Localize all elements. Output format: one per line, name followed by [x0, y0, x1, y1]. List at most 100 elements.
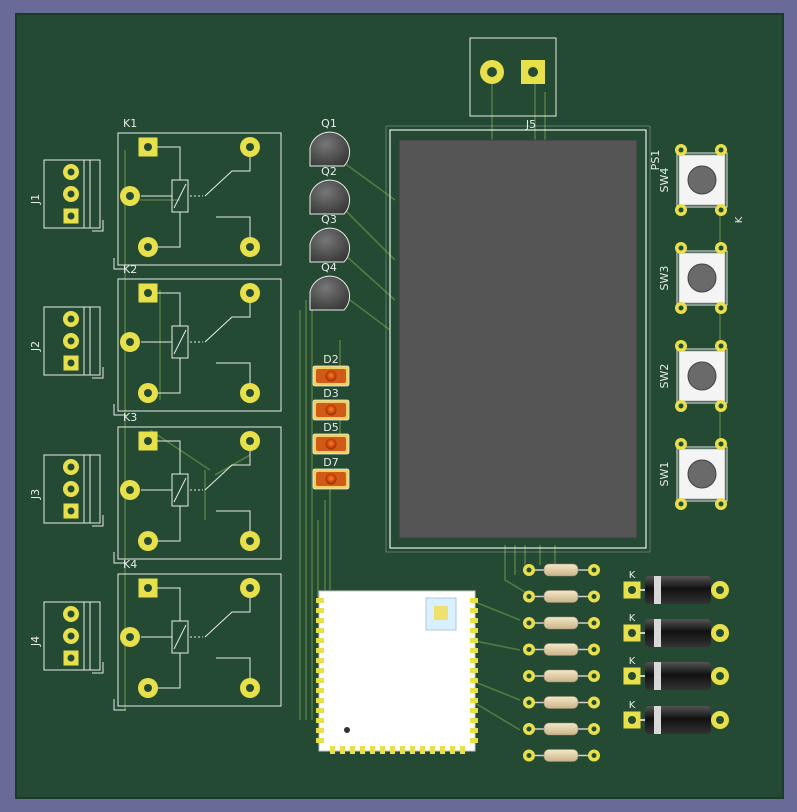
pad-hole: [526, 700, 532, 705]
ref-q1: Q1: [321, 117, 337, 130]
pad-hole: [678, 207, 684, 213]
relay-wire: [148, 506, 181, 542]
connector-j5: J5: [469, 37, 557, 131]
resistor-body: [543, 590, 579, 603]
led-d2: D2: [312, 353, 350, 387]
switch-button: [687, 361, 717, 391]
switch-sw1: SW1: [658, 438, 728, 510]
display-ps1: PS1: [385, 125, 662, 553]
resistor-body: [543, 643, 579, 656]
diode-body: [645, 619, 711, 647]
transistor-q3: Q3: [309, 213, 351, 263]
pad-hole: [246, 684, 254, 692]
pad-hole: [126, 633, 134, 641]
relay-wire: [148, 292, 181, 326]
esp-pad: [470, 648, 478, 653]
resistor-body: [543, 749, 579, 762]
ref-d5: D5: [323, 421, 338, 434]
pad-hole: [67, 212, 75, 220]
ref-q4: Q4: [321, 261, 337, 274]
pad-hole: [144, 537, 152, 545]
pad-hole: [126, 338, 134, 346]
transistor-q1: Q1: [309, 117, 351, 167]
ref-sw2: SW2: [658, 364, 671, 389]
esp-pad: [470, 678, 478, 683]
ref-j4: J4: [29, 636, 42, 647]
resistor: [523, 563, 600, 577]
switch-outline: [676, 152, 728, 208]
relay-coil-diag: [173, 477, 187, 503]
switch-sw4: SW4: [658, 144, 728, 216]
relay-corner: [113, 404, 126, 416]
esp-pad: [470, 668, 478, 673]
relay-switch: [204, 588, 251, 638]
ref-d3: D3: [323, 387, 338, 400]
pad-hole: [628, 716, 636, 724]
ref-j2: J2: [29, 341, 42, 352]
ref-k2: K2: [123, 263, 137, 276]
pad-hole: [678, 305, 684, 311]
pad-hole: [67, 632, 75, 640]
esp-pad: [316, 718, 324, 723]
pad-hole: [246, 537, 254, 545]
esp-pad: [316, 678, 324, 683]
esp-pad: [460, 746, 465, 754]
esp-pad: [390, 746, 395, 754]
esp-pad: [316, 708, 324, 713]
esp-pad: [470, 628, 478, 633]
pad-hole: [246, 584, 254, 592]
resistor: [523, 590, 600, 603]
relay-wire: [148, 146, 181, 180]
relay-corner: [113, 552, 126, 564]
esp-pad: [470, 698, 478, 703]
esp-pad: [350, 746, 355, 754]
switch-outline: [676, 250, 728, 306]
relay-outline: [117, 278, 282, 412]
pad-hole: [628, 629, 636, 637]
relay-wire: [148, 653, 181, 689]
ref-j1: J1: [29, 194, 42, 205]
pad-hole: [67, 654, 75, 662]
relay-coil-diag: [173, 183, 187, 209]
switch-button: [687, 263, 717, 293]
pad-hole: [126, 486, 134, 494]
resistor: [523, 722, 600, 736]
terminal-j4: J4: [29, 601, 104, 674]
transistor-q2: Q2: [309, 165, 351, 215]
relay-outline: [117, 426, 282, 560]
pad-hole: [591, 753, 597, 758]
resistor-body: [543, 616, 579, 630]
relay-wire: [148, 440, 181, 474]
ref-k: K: [629, 570, 636, 581]
pad-hole: [678, 343, 684, 349]
pad-hole: [716, 629, 724, 637]
esp-pad: [316, 618, 324, 623]
pad-hole: [246, 143, 254, 151]
esp-pad: [410, 746, 415, 754]
ref-ps1: PS1: [649, 150, 662, 171]
pad-hole: [526, 594, 532, 599]
relay-coil-diag: [173, 329, 187, 355]
esp-pad: [470, 728, 478, 733]
switch-button: [687, 165, 717, 195]
pad-hole: [67, 337, 75, 345]
switch-body: [678, 350, 726, 402]
terminal-outline: [43, 159, 101, 229]
pad-hole: [526, 673, 532, 679]
resistor: [523, 643, 600, 656]
led-dome: [325, 438, 337, 450]
led-dome: [325, 473, 337, 485]
ref-q2: Q2: [321, 165, 337, 178]
terminal-corner: [92, 515, 104, 527]
diode-band: [654, 662, 661, 690]
esp-pad: [316, 628, 324, 633]
esp-pad: [470, 718, 478, 723]
pad-hole: [126, 192, 134, 200]
resistor-body: [543, 563, 579, 577]
esp-pad: [440, 746, 445, 754]
ref-k3: K3: [123, 411, 137, 424]
esp-pad: [316, 658, 324, 663]
esp-pad: [470, 738, 478, 743]
relay-k2: K2: [113, 263, 282, 416]
esp-pad: [360, 746, 365, 754]
